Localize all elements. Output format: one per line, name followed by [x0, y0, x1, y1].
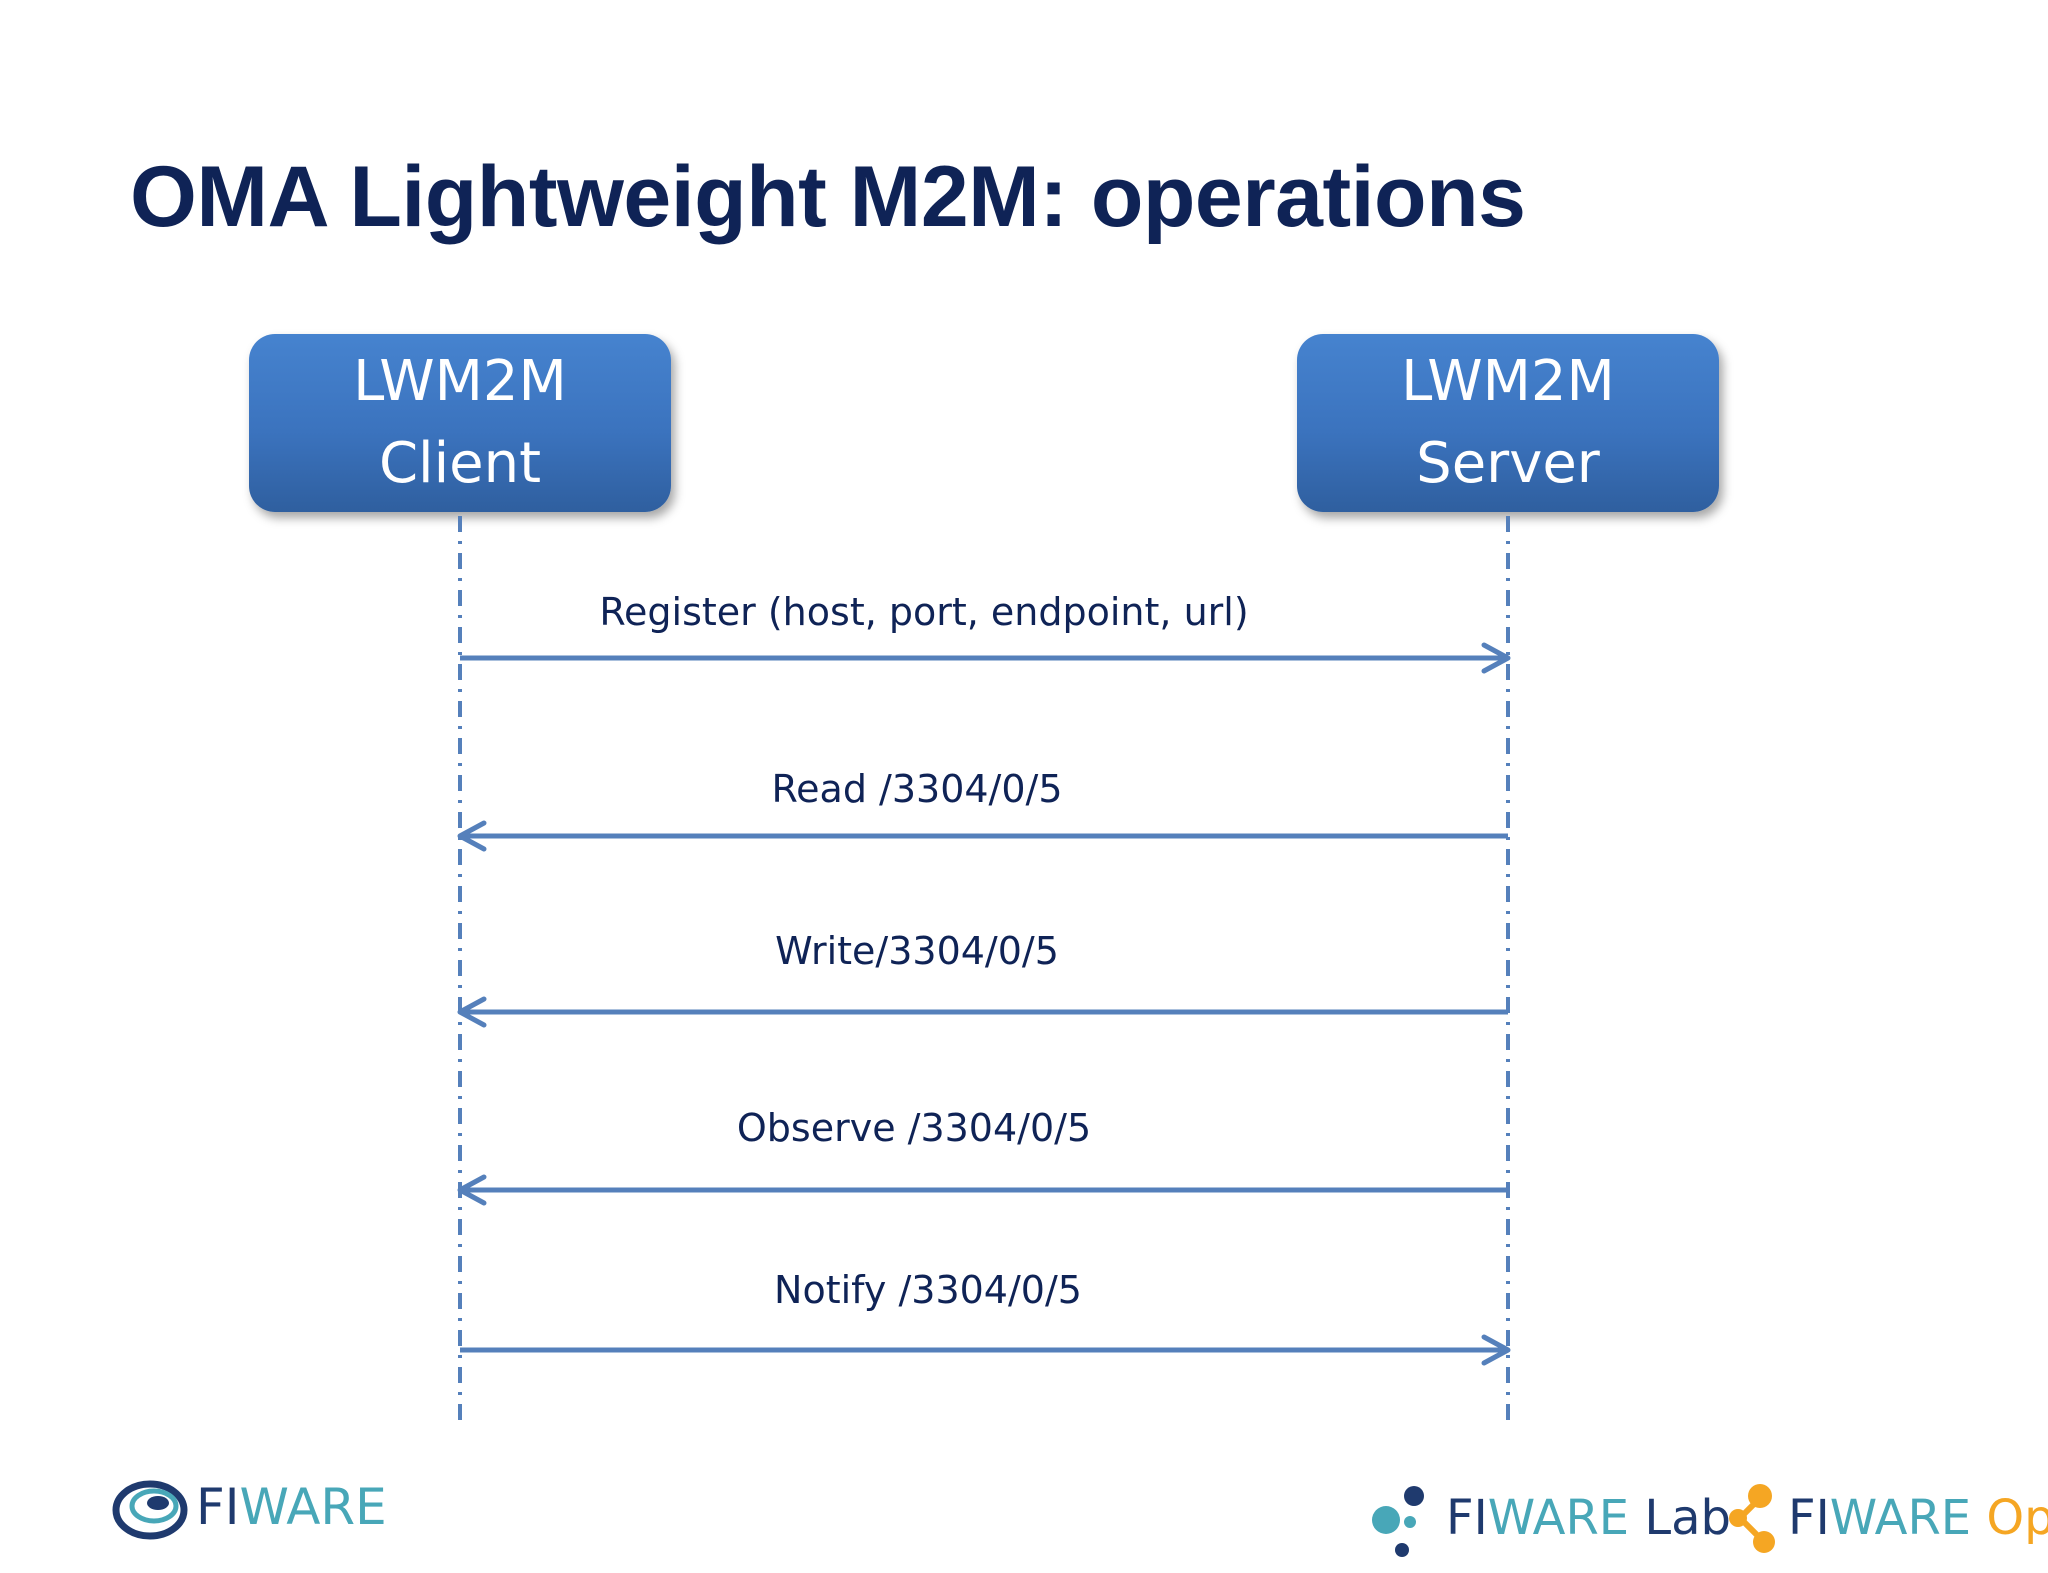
fiware-lab-ware: WARE	[1487, 1490, 1630, 1546]
message-label-0: Register (host, port, endpoint, url)	[599, 590, 1249, 634]
message-arrowhead-3	[457, 1174, 487, 1206]
fiware-ops-nodes-icon	[1729, 1484, 1775, 1553]
fiware-lab-dots-icon	[1372, 1486, 1424, 1557]
message-label-4: Notify /3304/0/5	[774, 1268, 1082, 1312]
fiware-ops-logo: FIWARE Ops	[1726, 1480, 2048, 1560]
message-arrowhead-4	[1481, 1334, 1511, 1366]
message-arrowhead-0	[1481, 642, 1511, 674]
fiware-logo-ware: WARE	[239, 1478, 387, 1536]
slide-title: OMA Lightweight M2M: operations	[130, 149, 1526, 245]
fiware-lab-logo: FIWARE Lab	[1366, 1480, 1731, 1560]
actor-client-line1: LWM2M	[353, 349, 567, 414]
message-arrowhead-2	[457, 996, 487, 1028]
fiware-ops-fi: FI	[1788, 1490, 1830, 1546]
message-label-3: Observe /3304/0/5	[736, 1106, 1092, 1150]
actor-client-box: LWM2M Client	[249, 334, 671, 512]
message-label-2: Write/3304/0/5	[775, 929, 1059, 973]
fiware-logo: FIWARE	[112, 1472, 387, 1544]
fiware-ops-ware: WARE	[1829, 1490, 1972, 1546]
fiware-lab-suffix: Lab	[1644, 1490, 1732, 1546]
fiware-lab-fi: FI	[1446, 1490, 1488, 1546]
message-arrows	[457, 642, 1511, 1366]
actor-server-line2: Server	[1416, 431, 1600, 496]
message-arrowhead-1	[457, 820, 487, 852]
actor-server-line1: LWM2M	[1401, 349, 1615, 414]
fiware-logo-fi: FI	[196, 1478, 240, 1536]
actor-client-line2: Client	[378, 431, 542, 496]
fiware-swirl-icon	[112, 1480, 188, 1540]
fiware-ops-suffix: Ops	[1986, 1490, 2048, 1546]
actor-server-box: LWM2M Server	[1297, 334, 1719, 512]
message-label-1: Read /3304/0/5	[771, 767, 1063, 811]
